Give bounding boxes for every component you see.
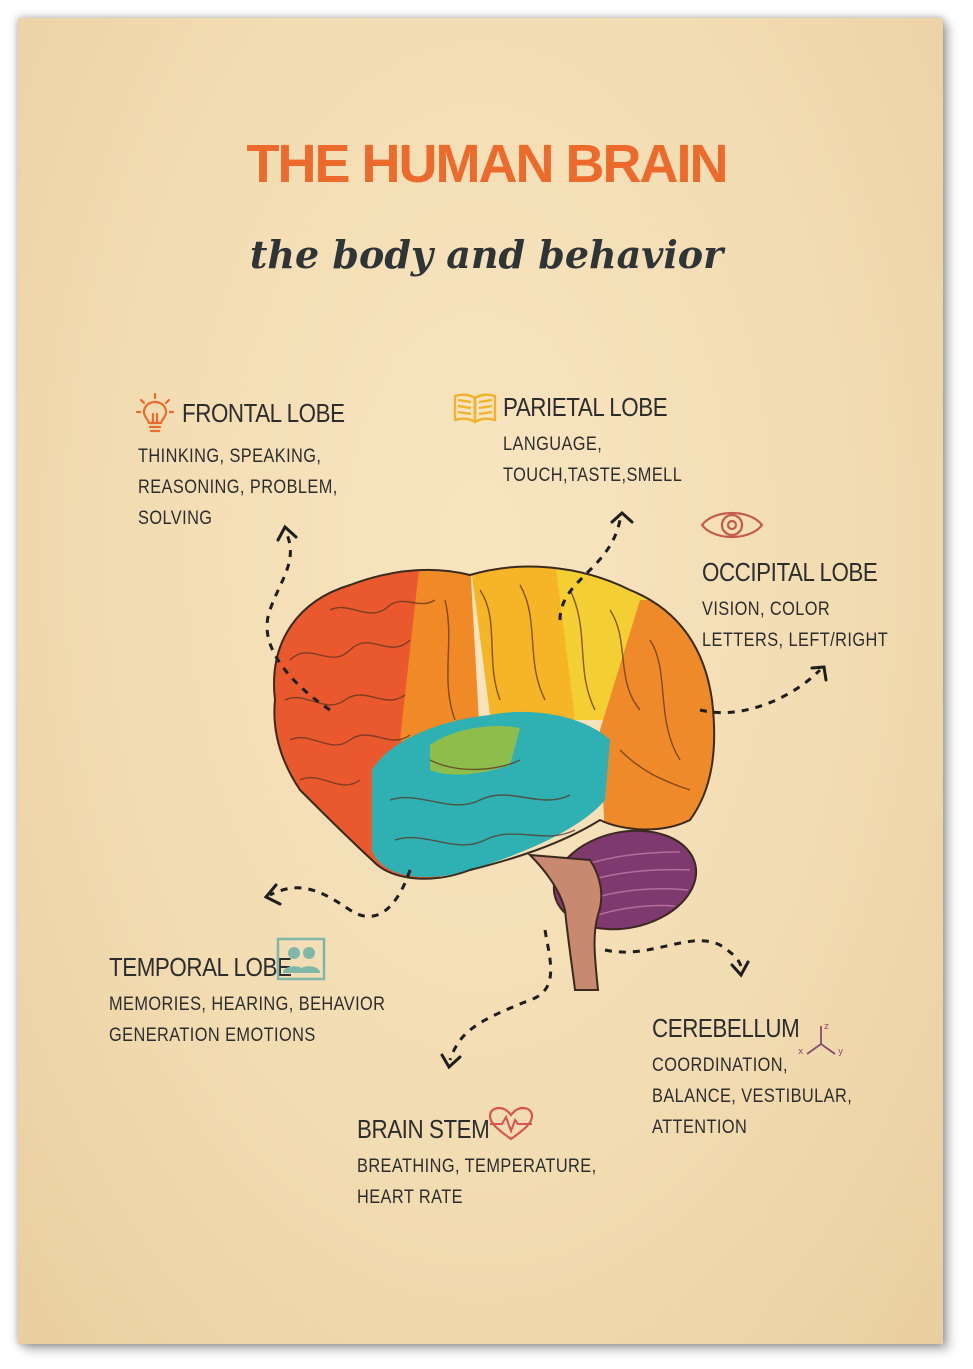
people-icon	[276, 937, 326, 985]
parietal-front-region	[470, 566, 575, 720]
temporal-lobe-title: TEMPORAL LOBE	[109, 952, 292, 982]
xyz-axes-icon: z x y	[795, 1020, 847, 1068]
brainstem-region	[527, 853, 603, 991]
temporal-lobe-line: MEMORIES, HEARING, BEHAVIOR	[109, 994, 386, 1015]
eye-icon	[700, 505, 764, 549]
temporal-lobe-line: GENERATION EMOTIONS	[109, 1025, 316, 1046]
lightbulb-icon	[135, 392, 175, 440]
brainstem-line: HEART RATE	[357, 1187, 463, 1208]
insula-region	[430, 725, 520, 775]
book-icon	[452, 392, 498, 430]
occipital-lobe-label: OCCIPITAL LOBE VISION, COLOR LETTERS, LE…	[702, 557, 918, 656]
premotor-region	[400, 566, 480, 760]
cerebellum-line: COORDINATION,	[652, 1055, 789, 1076]
brainstem-line: BREATHING, TEMPERATURE,	[357, 1156, 597, 1177]
brainstem-title: BRAIN STEM	[357, 1114, 490, 1144]
axis-x-label: x	[798, 1047, 804, 1057]
frontal-lobe-description: THINKING, SPEAKING, REASONING, PROBLEM, …	[138, 435, 370, 534]
occipital-lobe-line: VISION, COLOR	[702, 599, 831, 620]
axis-y-label: y	[838, 1047, 844, 1057]
brainstem-label: BRAIN STEM BREATHING, TEMPERATURE, HEART…	[357, 1114, 636, 1213]
frontal-lobe-label: FRONTAL LOBE	[182, 398, 371, 429]
temporal-lobe-label: TEMPORAL LOBE MEMORIES, HEARING, BEHAVIO…	[109, 952, 430, 1051]
heartbeat-icon	[487, 1106, 535, 1146]
occipital-lobe-region	[600, 600, 715, 840]
cerebellum-line: ATTENTION	[652, 1117, 748, 1138]
axis-z-label: z	[824, 1022, 829, 1032]
parietal-lobe-line: TOUCH,TASTE,SMELL	[503, 465, 683, 486]
frontal-lobe-line: REASONING, PROBLEM,	[138, 477, 338, 498]
frontal-lobe-line: THINKING, SPEAKING,	[138, 446, 322, 467]
frontal-lobe-line: SOLVING	[138, 508, 213, 529]
occipital-lobe-title: OCCIPITAL LOBE	[702, 557, 878, 587]
parietal-lobe-label: PARIETAL LOBE LANGUAGE, TOUCH,TASTE,SMEL…	[503, 392, 711, 491]
parietal-lobe-title: PARIETAL LOBE	[503, 392, 668, 422]
cerebellum-label: CEREBELLUM COORDINATION, BALANCE, VESTIB…	[652, 1013, 885, 1143]
occipital-lobe-line: LETTERS, LEFT/RIGHT	[702, 630, 889, 651]
cerebellum-title: CEREBELLUM	[652, 1013, 800, 1043]
frontal-lobe-title: FRONTAL LOBE	[182, 398, 345, 428]
poster-background	[18, 18, 943, 1344]
brain-outline	[273, 565, 716, 880]
parietal-lobe-line: LANGUAGE,	[503, 434, 603, 455]
page-subtitle: the body and behavior	[249, 232, 724, 277]
cerebellum-line: BALANCE, VESTIBULAR,	[652, 1086, 853, 1107]
page-title: THE HUMAN BRAIN	[246, 134, 729, 194]
